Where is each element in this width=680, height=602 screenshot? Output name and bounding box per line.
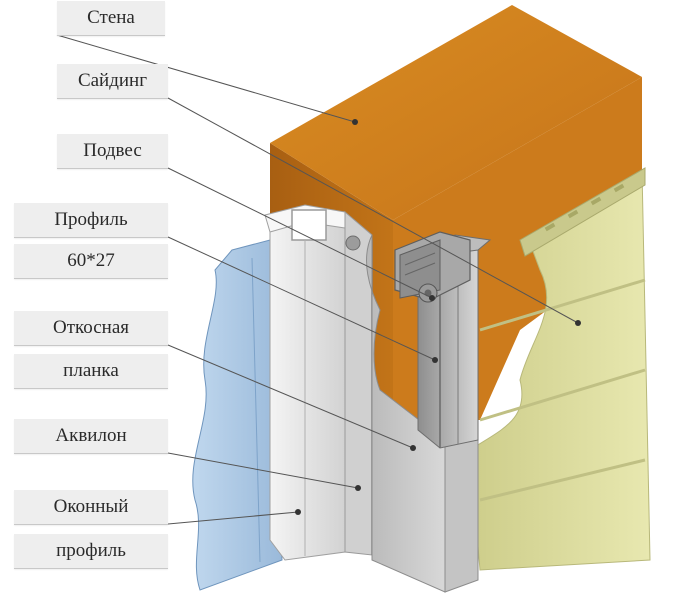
- label-akvilon-text: Аквилон: [55, 425, 127, 446]
- leader-dots: [295, 119, 581, 515]
- label-hanger: Подвес: [57, 134, 168, 169]
- label-window-line2: профиль: [14, 534, 168, 569]
- label-profile-text-2: 60*27: [67, 250, 115, 271]
- leader-siding: [167, 97, 579, 324]
- siding-groove-2: [479, 368, 646, 422]
- siding-nail-slots: [544, 183, 625, 232]
- leader-profile: [167, 236, 436, 361]
- label-window-text-1: Оконный: [53, 496, 129, 517]
- label-akvilon: Аквилон: [14, 419, 168, 454]
- label-siding: Сайдинг: [57, 64, 168, 99]
- label-siding-text: Сайдинг: [77, 70, 148, 91]
- leader-slope: [167, 344, 414, 449]
- leader-lines: [56, 34, 579, 525]
- label-window-line1: Оконный: [14, 490, 168, 525]
- window-profile: [264, 204, 346, 561]
- leader-window: [167, 511, 299, 525]
- label-hanger-text: Подвес: [83, 140, 142, 161]
- siding-groove-3: [479, 458, 646, 502]
- leader-akvilon: [167, 452, 359, 489]
- label-profile-text-1: Профиль: [54, 209, 128, 230]
- leader-wall: [56, 34, 356, 123]
- label-wall-text: Стена: [87, 7, 135, 28]
- wall-top-face: [270, 5, 642, 220]
- hanger-bracket: [394, 231, 471, 303]
- label-window-text-2: профиль: [56, 540, 126, 561]
- label-profile-line1: Профиль: [14, 203, 168, 238]
- label-profile-line2: 60*27: [14, 244, 168, 279]
- label-wall: Стена: [57, 1, 165, 36]
- siding-lock-strip: [519, 167, 646, 257]
- siding-groove-1: [479, 278, 646, 332]
- leader-hanger: [167, 167, 433, 299]
- label-slope-text-2: планка: [63, 360, 119, 381]
- label-slope-line2: планка: [14, 354, 168, 389]
- window-glass: [192, 239, 283, 591]
- label-slope-line1: Откосная: [14, 311, 168, 346]
- label-slope-text-1: Откосная: [52, 317, 130, 338]
